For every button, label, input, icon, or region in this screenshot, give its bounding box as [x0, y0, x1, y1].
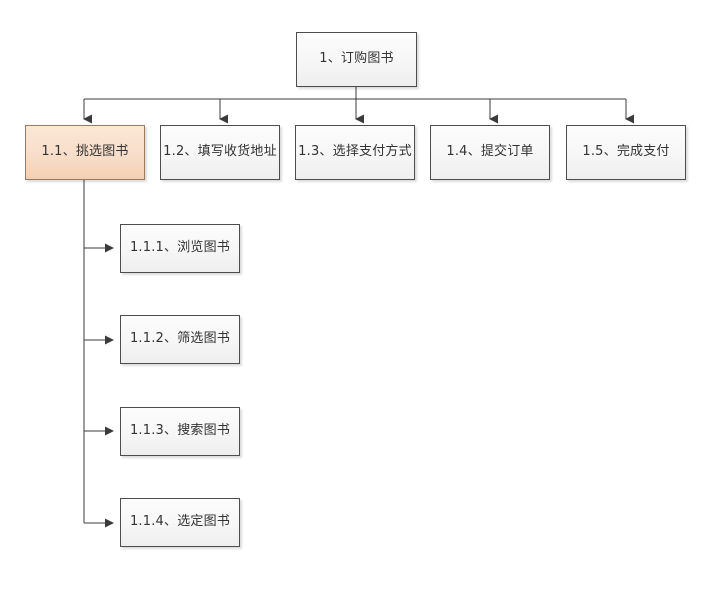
- node-choose-payment-method[interactable]: 1.3、选择支付方式: [295, 125, 415, 180]
- node-label: 1.5、完成支付: [582, 144, 670, 160]
- node-order-books[interactable]: 1、订购图书: [296, 32, 417, 87]
- node-label: 1.1、挑选图书: [41, 144, 129, 160]
- node-filter-books[interactable]: 1.1.2、筛选图书: [120, 315, 240, 364]
- node-fill-shipping-address[interactable]: 1.2、填写收货地址: [160, 125, 280, 180]
- node-label: 1.2、填写收货地址: [163, 144, 277, 160]
- node-label: 1.1.3、搜索图书: [129, 423, 231, 439]
- node-label: 1.4、提交订单: [446, 144, 534, 160]
- node-label: 1.1.2、筛选图书: [129, 331, 231, 347]
- node-submit-order[interactable]: 1.4、提交订单: [430, 125, 550, 180]
- node-pick-books[interactable]: 1.1、挑选图书: [25, 125, 145, 180]
- node-label: 1、订购图书: [319, 51, 394, 67]
- node-label: 1.3、选择支付方式: [298, 144, 412, 160]
- node-label: 1.1.1、浏览图书: [129, 240, 231, 256]
- node-complete-payment[interactable]: 1.5、完成支付: [566, 125, 686, 180]
- node-select-books[interactable]: 1.1.4、选定图书: [120, 498, 240, 547]
- node-label: 1.1.4、选定图书: [129, 514, 231, 530]
- node-browse-books[interactable]: 1.1.1、浏览图书: [120, 224, 240, 273]
- node-search-books[interactable]: 1.1.3、搜索图书: [120, 407, 240, 456]
